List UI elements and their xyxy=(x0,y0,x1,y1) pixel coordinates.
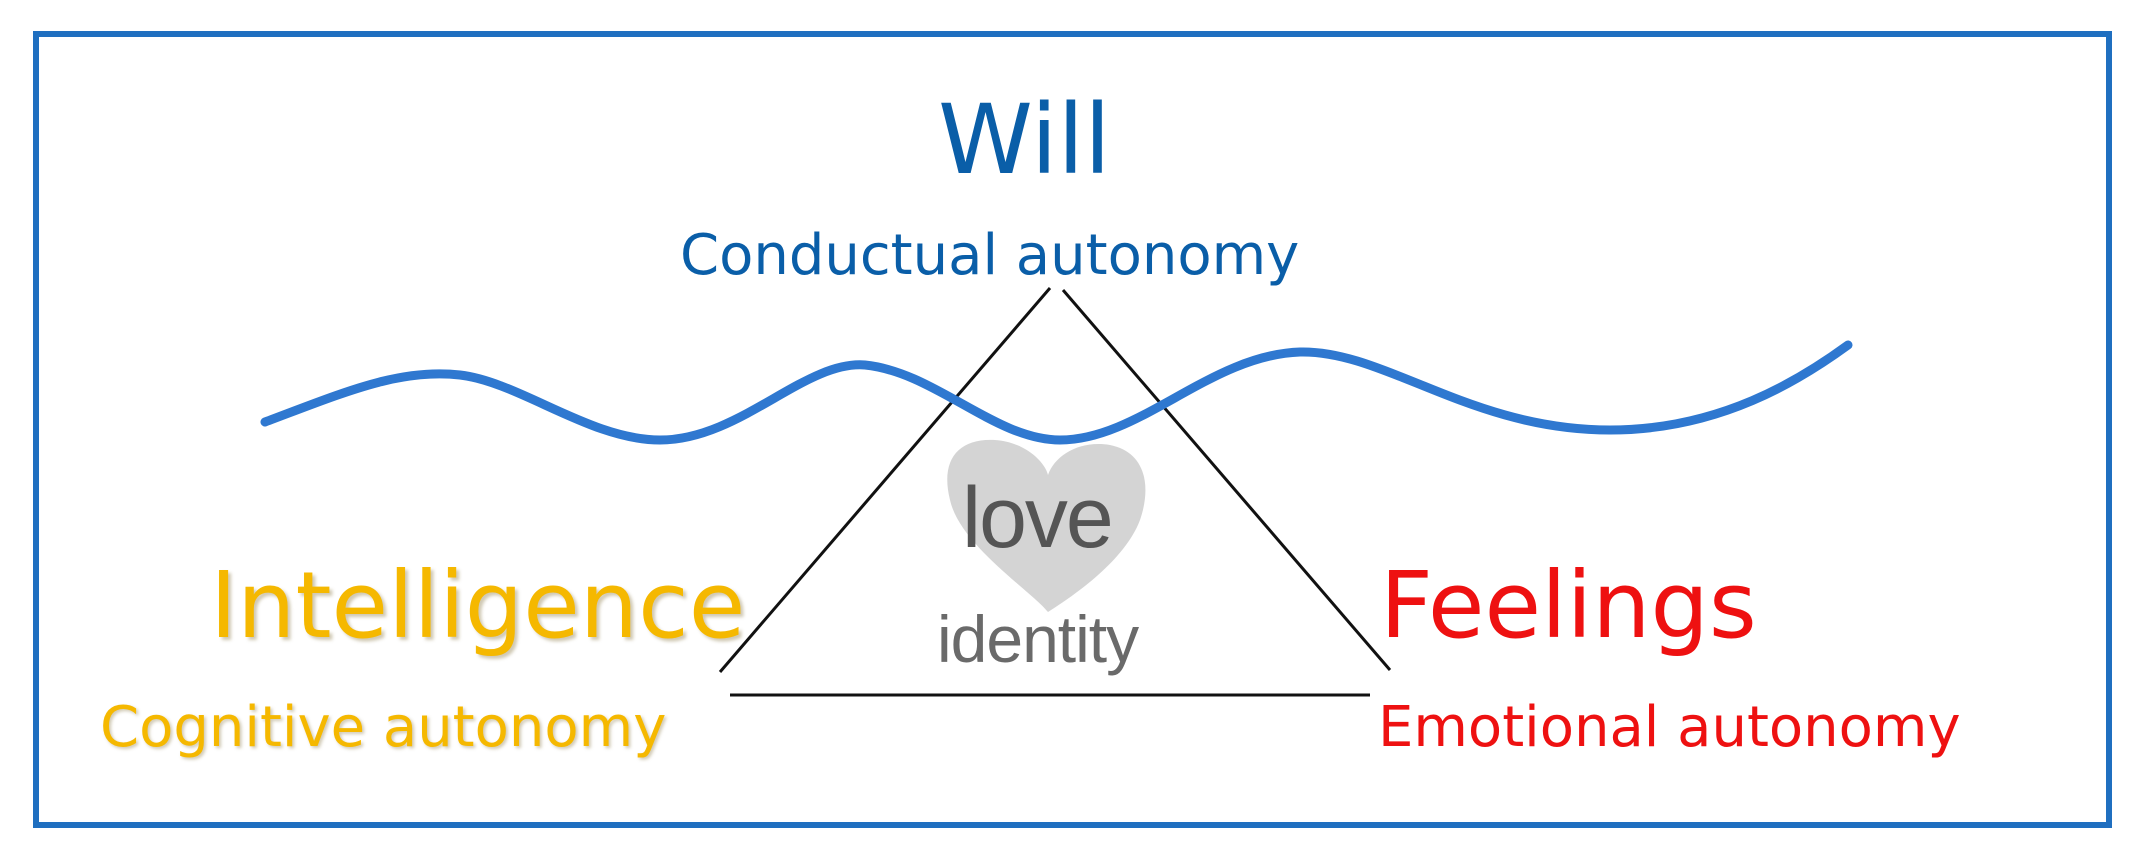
intelligence-title: Intelligence xyxy=(210,552,746,659)
will-title: Will xyxy=(938,84,1111,196)
heart-icon xyxy=(947,439,1146,612)
triangle-right-edge xyxy=(1061,289,1392,671)
identity-label: identity xyxy=(937,602,1139,676)
wave-line xyxy=(260,340,1853,445)
will-subtitle: Conductual autonomy xyxy=(680,223,1300,288)
intelligence-subtitle: Cognitive autonomy xyxy=(100,695,667,760)
feelings-title: Feelings xyxy=(1380,552,1757,659)
feelings-subtitle: Emotional autonomy xyxy=(1378,695,1961,760)
triangle-left-edge xyxy=(718,287,1052,673)
love-label: love xyxy=(962,470,1114,566)
